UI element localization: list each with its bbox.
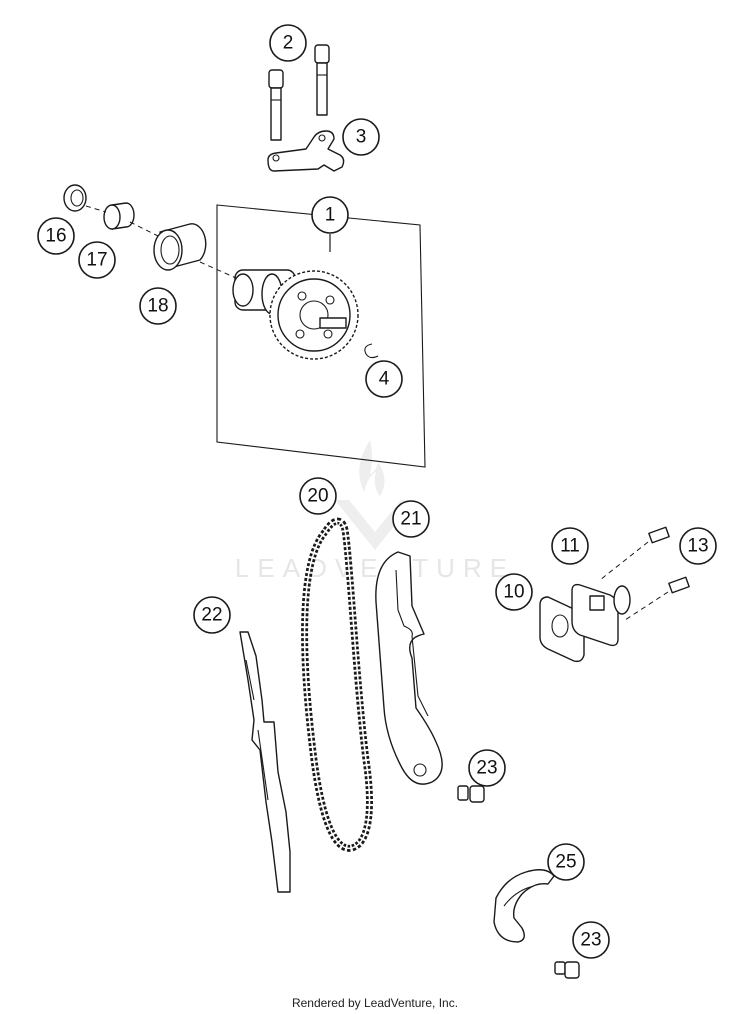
callout-17: 17 bbox=[78, 241, 116, 279]
callout-circle bbox=[495, 573, 533, 611]
callout-circle bbox=[193, 596, 231, 634]
callout-13: 13 bbox=[679, 527, 717, 565]
callout-number: 16 bbox=[45, 226, 66, 247]
callout-number: 22 bbox=[201, 605, 222, 626]
callout-16: 16 bbox=[37, 217, 75, 255]
callout-number: 17 bbox=[86, 250, 107, 271]
callout-circle bbox=[37, 217, 75, 255]
callout-1: 1 bbox=[311, 196, 349, 234]
part-18-sleeve bbox=[153, 223, 207, 271]
part-21-tensioner-rail bbox=[375, 551, 443, 785]
callout-circle bbox=[468, 749, 506, 787]
callout-4: 4 bbox=[365, 360, 403, 398]
callout-number: 2 bbox=[283, 33, 294, 54]
part-22-guide-rail bbox=[239, 631, 291, 893]
callout-11: 11 bbox=[551, 527, 589, 565]
part-11-tensioner-body bbox=[571, 583, 631, 647]
part-2-bolts bbox=[268, 44, 330, 141]
callout-25: 25 bbox=[547, 843, 585, 881]
part-23-bolt-upper bbox=[457, 785, 485, 803]
callout-number: 20 bbox=[307, 486, 328, 507]
callout-circle bbox=[392, 500, 430, 538]
callout-circle bbox=[311, 196, 349, 234]
part-20-timing-chain bbox=[301, 517, 373, 852]
callout-number: 23 bbox=[580, 930, 601, 951]
part-3-bracket bbox=[267, 130, 345, 172]
part-1-camshaft bbox=[232, 269, 359, 360]
callout-circle bbox=[365, 360, 403, 398]
callout-circle bbox=[572, 921, 610, 959]
callout-number: 18 bbox=[147, 296, 168, 317]
watermark-text: LEADVENTURE bbox=[235, 553, 515, 583]
part-1-frame bbox=[216, 204, 426, 468]
callout-circle bbox=[78, 241, 116, 279]
callout-circle bbox=[269, 24, 307, 62]
footer-credit: Rendered by LeadVenture, Inc. bbox=[291, 996, 459, 1010]
part-4-circlip bbox=[364, 343, 379, 359]
callout-20: 20 bbox=[299, 477, 337, 515]
callout-22: 22 bbox=[193, 596, 231, 634]
callout-number: 23 bbox=[476, 758, 497, 779]
callout-circle bbox=[679, 527, 717, 565]
part-23-bolt-lower bbox=[554, 961, 580, 979]
callout-number: 21 bbox=[400, 509, 421, 530]
part-16-seal bbox=[63, 184, 87, 212]
callout-3: 3 bbox=[342, 118, 380, 156]
callout-circle bbox=[551, 527, 589, 565]
watermark: LEADVENTURE bbox=[235, 440, 515, 583]
callout-number: 11 bbox=[560, 536, 580, 557]
assembly-axis-line bbox=[85, 205, 237, 279]
callout-number: 1 bbox=[325, 205, 336, 226]
callout-21: 21 bbox=[392, 500, 430, 538]
part-13-bolts bbox=[599, 526, 690, 621]
callout-number: 13 bbox=[687, 536, 708, 557]
callout-circle bbox=[342, 118, 380, 156]
callout-circle bbox=[299, 477, 337, 515]
callout-number: 25 bbox=[555, 852, 576, 873]
callout-circle bbox=[547, 843, 585, 881]
callout-18: 18 bbox=[139, 287, 177, 325]
callout-10: 10 bbox=[495, 573, 533, 611]
callout-23: 23 bbox=[572, 921, 610, 959]
callout-number: 4 bbox=[379, 369, 390, 390]
callout-number: 10 bbox=[503, 582, 524, 603]
callout-2: 2 bbox=[269, 24, 307, 62]
part-17-bearing bbox=[103, 202, 135, 230]
part-25-guide-piece bbox=[493, 869, 555, 943]
callout-number: 3 bbox=[356, 127, 367, 148]
callout-23: 23 bbox=[468, 749, 506, 787]
callout-circle bbox=[139, 287, 177, 325]
